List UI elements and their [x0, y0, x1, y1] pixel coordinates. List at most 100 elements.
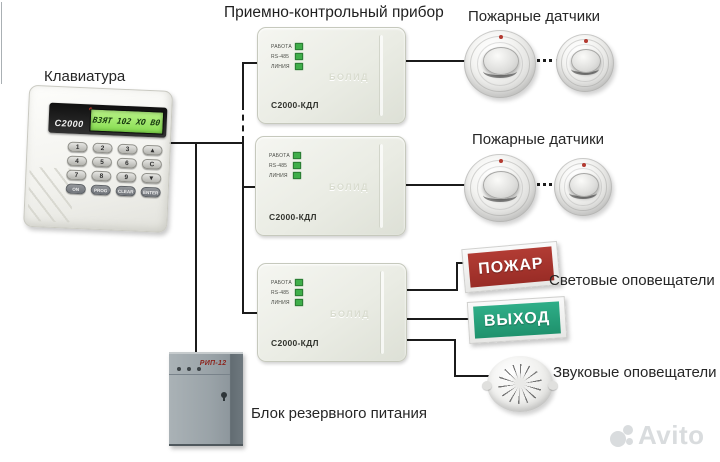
- exit-sign: ВЫХОД: [466, 296, 568, 344]
- fire-sign-text: ПОЖАР: [467, 246, 555, 288]
- smoke-detector-1a: [464, 30, 536, 98]
- wire-detectors2-dashed: [530, 183, 560, 186]
- wire-stub-panel3: [242, 312, 260, 314]
- key-8: 8: [91, 170, 112, 182]
- wire-panel2-detectors: [402, 184, 468, 186]
- fire-sign: ПОЖАР: [461, 240, 561, 294]
- panel-ridge: [379, 35, 383, 116]
- label-fire-detectors-1: Пожарные датчики: [468, 8, 601, 25]
- keypad-device: C2000 ВЗЯТ 102 ХО В0 1 2 3 ▲ 4 5 6 C 7 8…: [23, 84, 174, 233]
- wire-panel3-fire-sign-h1: [404, 289, 458, 291]
- detector-slot: [482, 64, 518, 78]
- led-block: РАБОТА RS-485 ЛИНИЯ: [269, 152, 301, 182]
- wire-bus-top: [242, 62, 244, 104]
- siren-hub: [514, 378, 526, 389]
- led-label-line: ЛИНИЯ: [269, 172, 288, 179]
- key-5: 5: [91, 156, 113, 168]
- rs485-led: [295, 289, 303, 296]
- backup-power-unit: РИП-12: [169, 352, 243, 446]
- panel-ridge: [380, 271, 384, 354]
- detector-slot: [482, 188, 518, 202]
- panel-ridge: [379, 144, 383, 228]
- led-label-rs485: RS-485: [271, 289, 290, 296]
- line-led: [295, 63, 303, 70]
- avito-logo-icon: [610, 422, 636, 450]
- line-led: [293, 172, 301, 179]
- siren-mount-right: [548, 380, 558, 390]
- siren: [482, 356, 558, 412]
- wire-backup-power: [195, 142, 197, 354]
- led-label-rabota: РАБОТА: [271, 43, 292, 50]
- lcd-text: ВЗЯТ 102 ХО В0: [92, 115, 162, 128]
- led-label-rabota: РАБОТА: [269, 152, 290, 159]
- key-4: 4: [66, 155, 88, 167]
- key-up: ▲: [142, 144, 163, 156]
- detector-led: [581, 162, 586, 167]
- avito-watermark-text: Avito: [638, 420, 705, 450]
- work-led: [295, 279, 303, 286]
- key-1: 1: [67, 141, 88, 153]
- rip-front-panel: РИП-12: [169, 358, 231, 375]
- rip-led-2: [187, 367, 191, 371]
- wire-panel3-siren-v: [454, 339, 456, 377]
- rs485-led: [295, 53, 303, 60]
- led-label-line: ЛИНИЯ: [271, 63, 290, 70]
- label-keyboard: Клавиатура: [44, 68, 126, 85]
- display-strip: C2000 ВЗЯТ 102 ХО В0: [48, 102, 168, 138]
- smoke-detector-2b: [554, 158, 612, 216]
- kdl-panel-2: РАБОТА RS-485 ЛИНИЯ БОЛИД С2000-КДЛ: [255, 136, 406, 236]
- key-down: ▼: [141, 172, 162, 184]
- key-3: 3: [117, 143, 138, 155]
- avito-watermark: Avito: [610, 420, 705, 451]
- model-label: С2000-КДЛ: [271, 338, 319, 348]
- kdl-panel-3: РАБОТА RS-485 ЛИНИЯ БОЛИД С2000-КДЛ: [257, 263, 407, 362]
- key-6: 6: [116, 157, 138, 169]
- key-9: 9: [116, 171, 137, 183]
- work-led: [293, 152, 301, 159]
- siren-mount-left: [482, 380, 492, 390]
- wire-stub-panel2: [242, 186, 258, 188]
- wire-panel3-exit-sign: [404, 318, 474, 320]
- kdl-panel-1: РАБОТА RS-485 ЛИНИЯ БОЛИД С2000-КДЛ: [257, 27, 406, 124]
- key-prog: PROG: [90, 184, 111, 196]
- keyhole: [221, 392, 227, 401]
- detector-cap: [482, 47, 520, 75]
- smoke-detector-1b: [556, 34, 614, 92]
- lcd-display: ВЗЯТ 102 ХО В0: [89, 108, 165, 135]
- key-7: 7: [66, 169, 87, 181]
- key-on: ON: [65, 183, 86, 195]
- wire-bus-dashed: [242, 104, 244, 142]
- key-clear: CLEAR: [115, 185, 136, 197]
- wire-panel1-detectors: [402, 60, 468, 62]
- led-block: РАБОТА RS-485 ЛИНИЯ: [271, 279, 303, 309]
- key-2: 2: [92, 142, 113, 154]
- rip-led-1: [177, 367, 181, 371]
- detector-cap: [482, 171, 520, 199]
- wire-panel3-fire-sign-v: [456, 262, 458, 291]
- bolid-logo: БОЛИД: [329, 182, 369, 193]
- detector-slot: [569, 187, 597, 200]
- wire-keypad-bus: [168, 142, 244, 144]
- label-light-annunciators: Световые оповещатели: [549, 272, 715, 289]
- detector-cap: [571, 48, 601, 73]
- wire-detectors1-dashed: [530, 59, 560, 62]
- photo-edge-artifact: [1, 2, 2, 84]
- led-label-rs485: RS-485: [271, 53, 290, 60]
- smoke-detector-2a: [464, 154, 536, 222]
- wire-panel3-siren-h2: [454, 375, 494, 377]
- led-label-line: ЛИНИЯ: [271, 299, 290, 306]
- led-label-rabota: РАБОТА: [271, 279, 292, 286]
- wire-stub-panel1: [242, 62, 260, 64]
- detector-slot: [571, 63, 599, 76]
- bolid-logo: БОЛИД: [329, 71, 369, 82]
- detector-cap: [569, 172, 599, 197]
- key-c: C: [141, 158, 163, 170]
- detector-led: [498, 159, 503, 164]
- detector-led: [498, 35, 503, 40]
- label-sound-annunciators: Звуковые оповещатели: [553, 364, 717, 381]
- keypad-keys: 1 2 3 ▲ 4 5 6 C 7 8 9 ▼ ON PROG CLEAR EN…: [65, 141, 163, 198]
- exit-sign-text: ВЫХОД: [473, 301, 561, 339]
- led-block: РАБОТА RS-485 ЛИНИЯ: [271, 43, 303, 73]
- model-label: С2000-КДЛ: [271, 100, 319, 110]
